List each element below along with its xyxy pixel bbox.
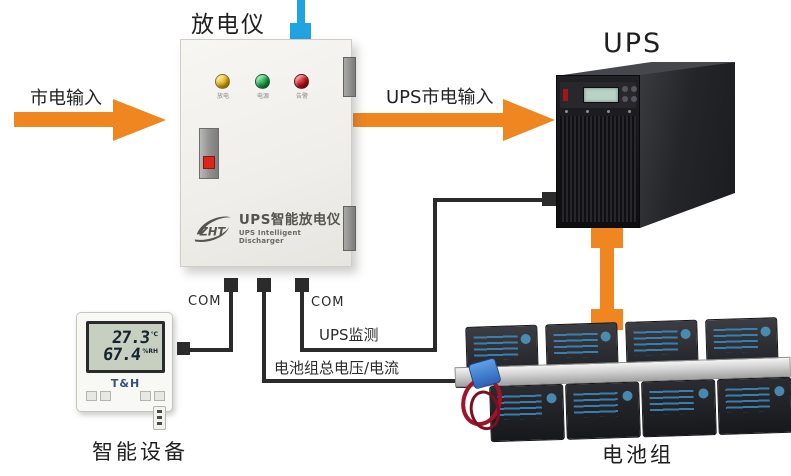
- mains-input-arrow-head: [113, 99, 166, 141]
- product-name-en: UPS Intelligent Discharger: [238, 229, 302, 245]
- ups-title: UPS: [603, 28, 663, 59]
- ups-indicator-dots: [565, 110, 631, 113]
- wire-battery-vertical: [262, 292, 266, 383]
- ups-control-panel: [560, 82, 638, 108]
- top-connector-stem: [297, 0, 305, 25]
- discharge-light: [215, 74, 230, 89]
- device-lcd-screen: 27.3 ℃ 67.4 %RH: [89, 324, 162, 370]
- cabinet-lock-handle[interactable]: [199, 128, 219, 179]
- alarm-light-label: 告警: [295, 93, 308, 100]
- ups-lcd-screen: [583, 87, 619, 103]
- ups-battery-link-stem: [600, 246, 614, 313]
- smart-device: 27.3 ℃ 67.4 %RH T&H: [76, 312, 174, 430]
- ups-front-panel: [556, 75, 640, 228]
- battery-pack: [453, 311, 791, 449]
- ups-vent-grille: [560, 116, 636, 222]
- cabinet-brand: ZHT UPS智能放电仪 UPS Intelligent Discharger: [193, 208, 343, 245]
- wire-ups-vertical-up: [433, 200, 437, 352]
- discharger-title: 放电仪: [191, 12, 266, 38]
- cabinet-hinge-top: [343, 57, 356, 97]
- device-probe: [153, 406, 166, 430]
- cabinet-port-com-right: [295, 278, 309, 292]
- discharger-cabinet: 放电 电源 告警 ZHT UPS智能放电仪 UPS Intelligent Di…: [180, 39, 352, 267]
- ups-side-panel: [640, 62, 735, 228]
- device-button[interactable]: [140, 391, 151, 401]
- mains-input-label: 市电输入: [30, 88, 102, 109]
- ups-mains-input-arrow-shaft: [353, 113, 504, 127]
- battery-voltage-label: 电池组总电压/电流: [274, 359, 400, 377]
- top-connector-block: [290, 23, 311, 41]
- cabinet-port-com-left: [224, 278, 238, 292]
- com-right-label: COM: [311, 295, 345, 310]
- cabinet-hinge-bottom: [343, 206, 356, 251]
- humidity-unit: %RH: [142, 348, 158, 355]
- device-body: 27.3 ℃ 67.4 %RH T&H: [76, 312, 173, 412]
- ups-mains-input-label: UPS市电输入: [386, 87, 494, 108]
- ups-brand-mark: [563, 89, 568, 101]
- device-brand: T&H: [110, 377, 141, 390]
- ups-monitor-label: UPS监测: [319, 326, 379, 344]
- power-light-label: 电源: [256, 93, 269, 100]
- svg-text:ZHT: ZHT: [199, 224, 227, 238]
- wire-battery-horizontal: [262, 379, 458, 383]
- power-light: [255, 74, 270, 89]
- com-left-label: COM: [188, 294, 222, 309]
- battery-cell: [641, 379, 717, 438]
- wire-device-horizontal: [186, 348, 232, 352]
- ups-mains-input-arrow-head: [503, 99, 555, 141]
- temperature-unit: ℃: [150, 331, 158, 338]
- device-lcd-frame: 27.3 ℃ 67.4 %RH: [86, 321, 165, 373]
- ups-battery-link-top: [591, 228, 623, 248]
- wire-device-vertical: [229, 292, 233, 352]
- device-button[interactable]: [86, 391, 97, 401]
- battery-pack-title: 电池组: [602, 443, 674, 467]
- zht-logo-icon: ZHT: [194, 216, 231, 242]
- battery-cell: [717, 376, 791, 436]
- discharge-light-label: 放电: [216, 93, 229, 100]
- smart-device-title: 智能设备: [92, 440, 188, 464]
- battery-cell: [565, 381, 641, 440]
- ups-tower: [556, 60, 736, 230]
- wire-ups-horizontal-top: [433, 198, 545, 202]
- ups-connector: [542, 192, 556, 206]
- ups-panel-buttons[interactable]: [622, 86, 638, 104]
- alarm-light: [294, 74, 309, 89]
- device-button[interactable]: [154, 391, 165, 401]
- device-button[interactable]: [100, 391, 111, 401]
- wire-ups-horizontal-low: [300, 348, 437, 352]
- wire-ups-vertical-down: [300, 292, 304, 352]
- humidity-value: 67.4: [102, 345, 142, 365]
- cabinet-lock-button[interactable]: [203, 156, 215, 169]
- product-name-cn: UPS智能放电仪: [238, 212, 341, 228]
- cabinet-port-battery: [257, 278, 271, 292]
- mains-input-arrow-shaft: [14, 112, 114, 127]
- device-connector: [177, 342, 190, 355]
